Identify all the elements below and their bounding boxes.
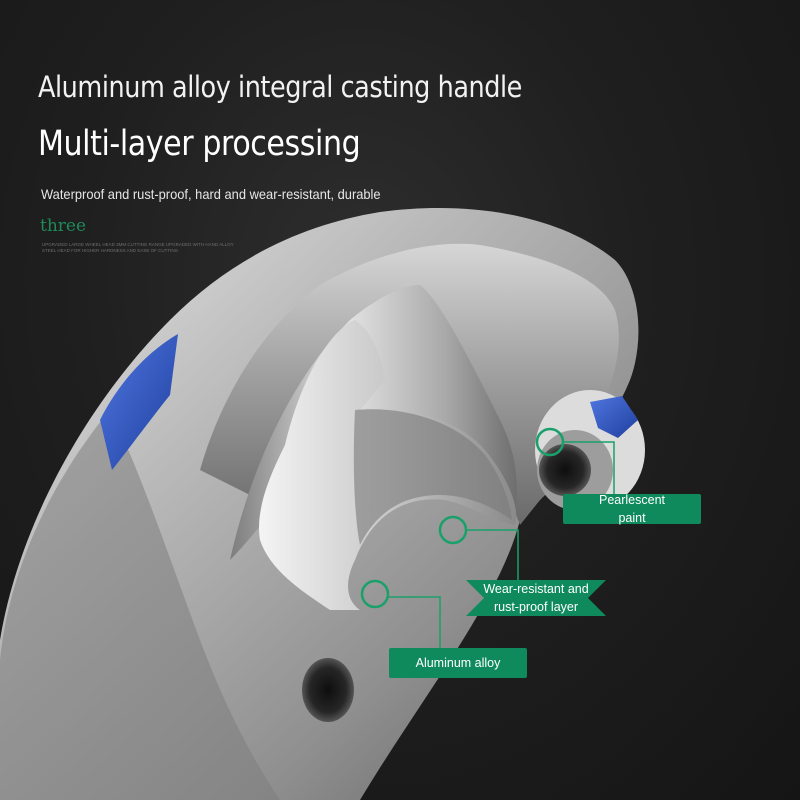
pearlescent-label-line-1: Pearlescent bbox=[598, 493, 665, 507]
pearlescent-paint-label: Pearlescent paint bbox=[563, 493, 701, 525]
pivot-hole bbox=[539, 444, 591, 496]
wear-label-shape bbox=[466, 580, 606, 616]
leader-aluminum bbox=[388, 596, 441, 648]
handle-left-flank bbox=[0, 410, 280, 800]
blue-side-pad bbox=[100, 334, 178, 470]
aluminum-alloy-label: Aluminum alloy bbox=[389, 648, 527, 678]
callout-ring-aluminum bbox=[360, 579, 390, 609]
leader-wear bbox=[466, 529, 519, 580]
wear-resistant-layer-label: Wear-resistant and rust-proof layer bbox=[466, 580, 606, 616]
wear-label-line-2: rust-proof layer bbox=[493, 600, 579, 614]
layer-channel bbox=[353, 409, 512, 545]
callout-lines bbox=[360, 427, 615, 648]
bolt-hole bbox=[302, 658, 354, 722]
leader-pearlescent bbox=[563, 441, 615, 494]
fine-print: UPGRADED LARGE WHEEL HEAD 3MM CUTTING RA… bbox=[42, 242, 234, 253]
pearlescent-label-line-2: paint bbox=[618, 511, 646, 525]
step-label: three bbox=[40, 216, 87, 236]
pearlescent-paint-chip bbox=[590, 396, 638, 438]
wear-label-line-1: Wear-resistant and bbox=[483, 582, 589, 596]
description: Waterproof and rust-proof, hard and wear… bbox=[41, 186, 381, 202]
subheadline: Multi-layer processing bbox=[38, 124, 361, 164]
headline: Aluminum alloy integral casting handle bbox=[38, 70, 522, 104]
